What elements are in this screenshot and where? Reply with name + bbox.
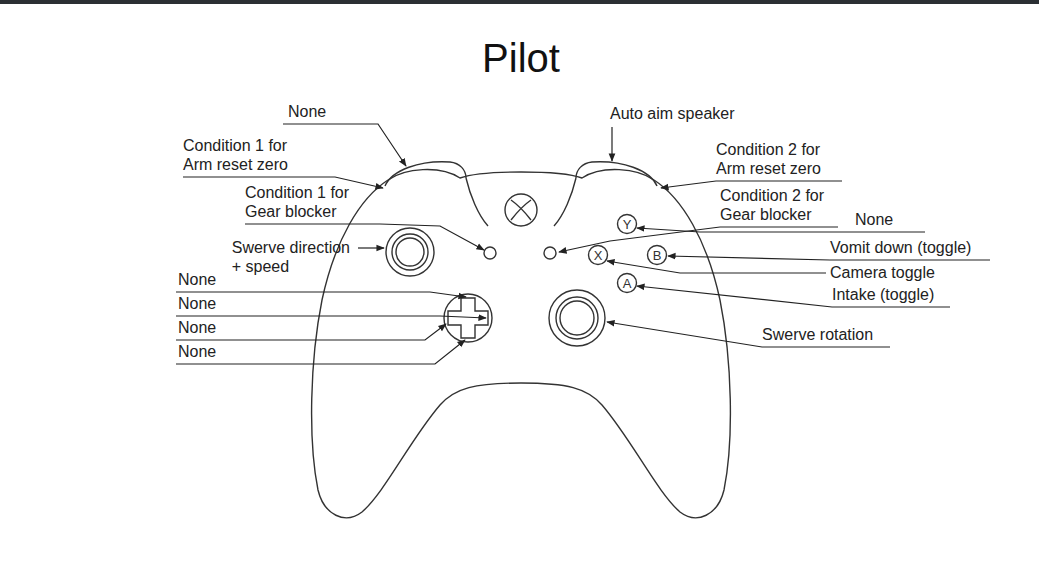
callout-label: Intake (toggle) bbox=[832, 285, 934, 304]
callout-label: None bbox=[855, 210, 893, 229]
leader-line bbox=[637, 286, 950, 307]
leader-line bbox=[358, 247, 384, 248]
leader-line bbox=[176, 340, 465, 364]
face-button bbox=[618, 215, 637, 234]
button-letter: B bbox=[653, 249, 662, 262]
callout-label: None bbox=[178, 318, 216, 337]
left-bumper bbox=[385, 162, 466, 186]
leader-line bbox=[668, 256, 990, 260]
left-stick bbox=[386, 228, 434, 276]
callout-label: Auto aim speaker bbox=[610, 104, 735, 123]
center-panel bbox=[554, 178, 576, 226]
leader-line bbox=[607, 261, 826, 273]
face-button bbox=[589, 246, 608, 265]
center-panel bbox=[466, 178, 488, 226]
menu-button bbox=[544, 247, 556, 259]
leader-line bbox=[637, 228, 925, 232]
leader-line bbox=[176, 292, 466, 297]
right-stick bbox=[560, 301, 594, 335]
callout-label: Condition 1 for Arm reset zero bbox=[183, 136, 290, 174]
callout-label: Swerve rotation bbox=[762, 325, 873, 344]
callout-label: None bbox=[178, 270, 216, 289]
leader-line bbox=[283, 124, 406, 166]
leader-line bbox=[176, 316, 486, 318]
leader-line bbox=[176, 324, 446, 340]
callout-label: None bbox=[178, 342, 216, 361]
xbox-logo-mark bbox=[511, 200, 531, 220]
right-stick bbox=[556, 297, 598, 339]
button-letter: A bbox=[623, 277, 632, 290]
leader-line bbox=[611, 127, 612, 161]
button-letter: X bbox=[594, 249, 603, 262]
callout-label: None bbox=[178, 294, 216, 313]
button-letter: Y bbox=[623, 218, 632, 231]
xbox-logo bbox=[505, 194, 537, 226]
leader-line bbox=[607, 322, 890, 347]
left-stick bbox=[396, 238, 424, 266]
left-stick bbox=[392, 234, 428, 270]
face-button bbox=[648, 246, 667, 265]
leader-line bbox=[661, 181, 842, 188]
controller-body bbox=[312, 170, 731, 518]
callout-label: Condition 2 for Gear blocker bbox=[720, 186, 827, 224]
callout-label: Swerve direction + speed bbox=[232, 238, 353, 276]
right-stick bbox=[549, 290, 605, 346]
face-button bbox=[618, 274, 637, 293]
diagram-title: Pilot bbox=[482, 38, 560, 78]
right-bumper bbox=[576, 162, 657, 186]
view-button bbox=[484, 247, 496, 259]
callout-label: Condition 2 for Arm reset zero bbox=[716, 140, 823, 178]
callout-label: Vomit down (toggle) bbox=[830, 238, 971, 257]
callout-label: Camera toggle bbox=[830, 263, 935, 282]
callout-label: Condition 1 for Gear blocker bbox=[245, 183, 352, 221]
top-bar bbox=[0, 0, 1039, 4]
callout-label: None bbox=[288, 102, 326, 121]
